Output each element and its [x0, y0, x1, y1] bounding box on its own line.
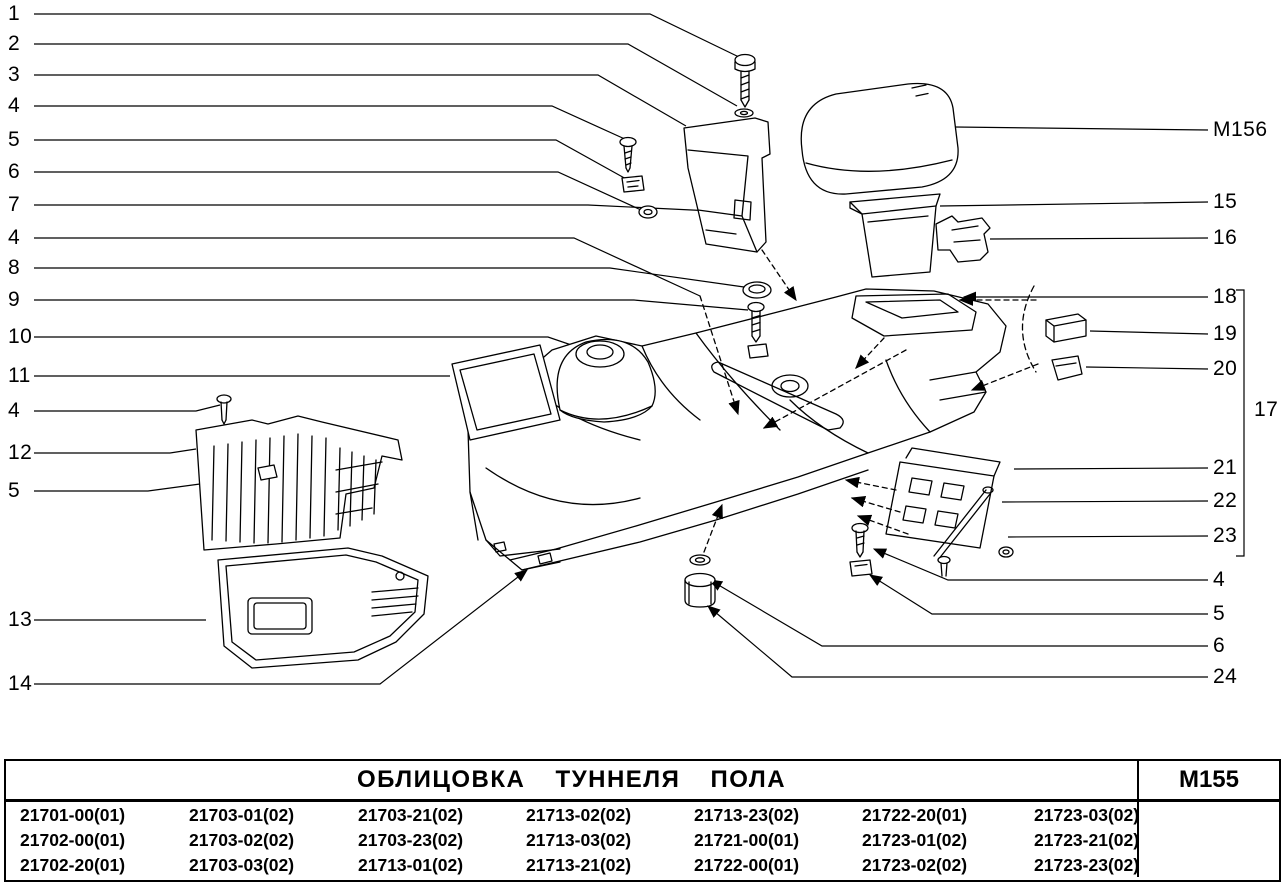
- part-number: 21722-20(01): [862, 805, 968, 825]
- part-number: 21723-21(02): [1034, 830, 1140, 850]
- sheet-code-column: [1137, 802, 1279, 877]
- bracket-plate-part-21: [885, 447, 1001, 549]
- side-panel-part-12: [195, 415, 403, 551]
- callout-label: 21: [1213, 456, 1238, 479]
- part-number: 21703-03(02): [189, 855, 295, 875]
- clip-part-20: [1051, 355, 1083, 381]
- bracket-part-16: [935, 215, 991, 263]
- part-number: 21713-02(02): [526, 805, 632, 825]
- callout-label: 18: [1213, 285, 1238, 308]
- part-number: 21713-23(02): [694, 805, 800, 825]
- title-bar: ОБЛИЦОВКА ТУННЕЛЯ ПОЛА М155: [6, 761, 1279, 802]
- diagram-title: ОБЛИЦОВКА ТУННЕЛЯ ПОЛА: [356, 766, 787, 793]
- part-number: 21702-20(01): [20, 855, 126, 875]
- leader-lines: [34, 13, 1245, 685]
- part-number: 21723-01(02): [862, 830, 968, 850]
- callout-label: 7: [8, 193, 21, 216]
- parts-footer: ОБЛИЦОВКА ТУННЕЛЯ ПОЛА М155 21701-00(01)…: [4, 759, 1281, 882]
- screw-part-9: [747, 301, 769, 359]
- part-number: 21723-23(02): [1034, 855, 1140, 875]
- sheet-code: М155: [1137, 761, 1279, 799]
- callout-label: 22: [1213, 489, 1238, 512]
- callout-label: 5: [1213, 602, 1226, 625]
- group-bracket-17: [1236, 289, 1245, 557]
- callout-label: 12: [8, 441, 33, 464]
- washer-part-2: [734, 108, 754, 118]
- assembly-arrows: [699, 249, 1039, 553]
- part-number: 21702-00(01): [20, 830, 126, 850]
- gear-boot-part-10: [556, 338, 656, 423]
- part-number: 21713-21(02): [526, 855, 632, 875]
- screw-part-23: [937, 546, 1014, 577]
- callout-label: 6: [8, 160, 21, 183]
- screw-part-1: [734, 53, 756, 108]
- part-numbers-table: 21701-00(01) 21703-01(02) 21703-21(02) 2…: [6, 802, 1279, 877]
- nut-part-6b: [689, 554, 711, 566]
- part-number: 21703-23(02): [358, 830, 464, 850]
- trim-plate-part-11: [451, 344, 561, 441]
- part-number: 21713-01(02): [358, 855, 464, 875]
- callout-label: 3: [8, 63, 21, 86]
- part-number: 21703-02(02): [189, 830, 295, 850]
- callout-label: 2: [8, 32, 21, 55]
- callout-label: 4: [8, 399, 21, 422]
- callout-label: 5: [8, 479, 21, 502]
- part-number: 21723-02(02): [862, 855, 968, 875]
- diagram-stage: 1 2 3 4 5 6 7 4 8 9 10 11 4 12 5 13 14 М…: [8, 2, 1279, 695]
- grouping-arc: [1021, 285, 1037, 373]
- cap-part-8: [742, 281, 772, 299]
- clip-part-5c: [849, 559, 873, 577]
- exploded-view-drawing: [34, 13, 1245, 685]
- callout-label: 5: [8, 128, 21, 151]
- part-number: 21703-01(02): [189, 805, 295, 825]
- nut-part-6a: [638, 205, 658, 219]
- part-number: 21721-00(01): [694, 830, 800, 850]
- grommet-part-24: [684, 572, 716, 608]
- callout-label: 4: [8, 94, 21, 117]
- callout-label: 11: [8, 364, 31, 387]
- bracket-part-3: [683, 117, 771, 253]
- callout-label: 14: [8, 672, 33, 695]
- callout-label: 10: [8, 325, 33, 348]
- callout-label: 1: [8, 2, 21, 25]
- callout-label: 16: [1213, 226, 1238, 249]
- callout-label: 4: [1213, 568, 1226, 591]
- part-number: 21713-03(02): [526, 830, 632, 850]
- part-number: 21722-00(01): [694, 855, 800, 875]
- screw-part-4a: [619, 136, 637, 173]
- callout-label: 24: [1213, 665, 1238, 688]
- clip-part-19: [1045, 313, 1087, 343]
- callout-label: 20: [1213, 357, 1238, 380]
- callout-label: 23: [1213, 524, 1238, 547]
- part-numbers-grid: 21701-00(01) 21703-01(02) 21703-21(02) 2…: [6, 802, 1140, 877]
- clip-part-5a: [621, 175, 645, 193]
- callout-label: 4: [8, 226, 21, 249]
- callout-label: 13: [8, 608, 33, 631]
- callout-label: 6: [1213, 634, 1226, 657]
- callout-label: 15: [1213, 190, 1238, 213]
- side-panel-part-13: [217, 547, 429, 669]
- screw-part-4c: [216, 394, 232, 425]
- callout-label: 9: [8, 288, 21, 311]
- screw-part-4d: [851, 522, 869, 558]
- part-number: 21723-03(02): [1034, 805, 1140, 825]
- part-number: 21703-21(02): [358, 805, 464, 825]
- callout-label: 19: [1213, 322, 1238, 345]
- rod-part-22: [933, 486, 994, 561]
- callout-label: 17: [1254, 398, 1279, 421]
- callout-label: 8: [8, 256, 21, 279]
- part-number: 21701-00(01): [20, 805, 126, 825]
- storage-bin-part-15: [849, 193, 941, 278]
- callout-label: М156: [1213, 118, 1268, 141]
- armrest-lid-part-m156: [800, 82, 959, 195]
